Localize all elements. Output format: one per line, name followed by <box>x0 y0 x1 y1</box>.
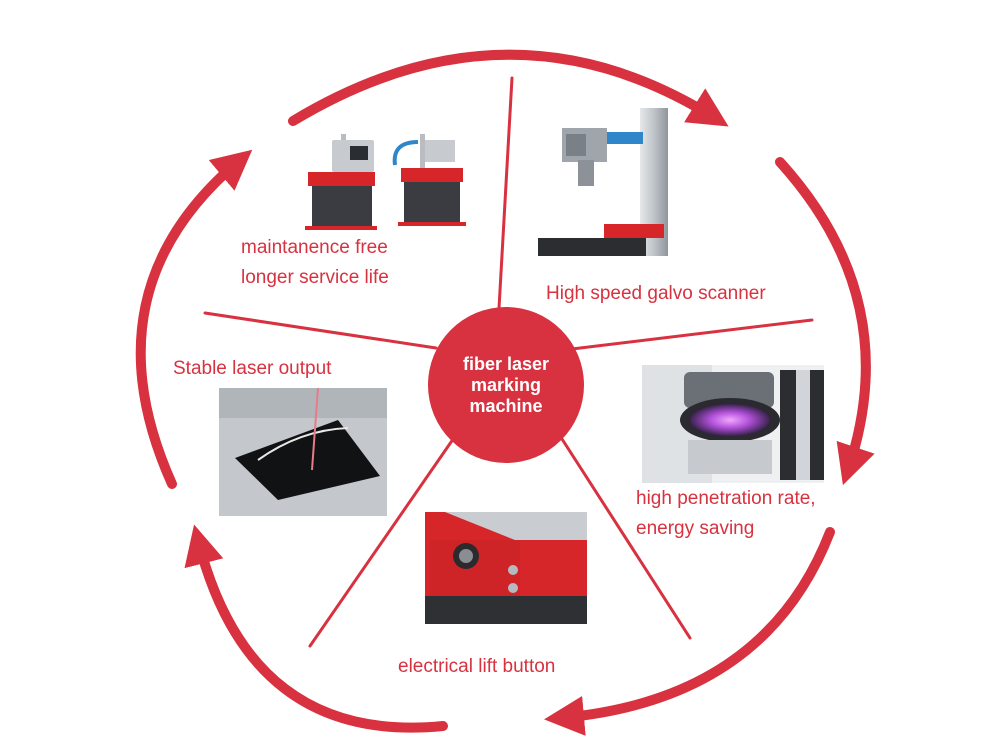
lift-button-photo <box>425 512 587 624</box>
machines-photo <box>305 134 466 230</box>
cycle-arrow-top <box>288 49 729 127</box>
label-penetration: high penetration rate, energy saving <box>636 484 816 544</box>
label-galvo-line-1: High speed galvo scanner <box>546 283 766 304</box>
label-maintenance: maintanence free longer service life <box>241 233 389 293</box>
marked-card-photo <box>219 387 387 516</box>
label-maintenance-line-1: maintanence free <box>241 237 388 258</box>
center-title: fiber laser marking machine <box>428 307 584 463</box>
label-galvo: High speed galvo scanner <box>546 279 766 309</box>
label-penetration-line-2: energy saving <box>636 518 755 539</box>
label-maintenance-line-2: longer service life <box>241 267 389 288</box>
label-stable-line-1: Stable laser output <box>173 358 332 379</box>
cycle-arrow-left <box>135 149 253 489</box>
label-penetration-line-1: high penetration rate, <box>636 488 816 509</box>
spokes <box>203 76 814 648</box>
galvo-scanner-photo <box>538 108 668 256</box>
label-lift: electrical lift button <box>398 652 555 682</box>
spoke-left <box>203 311 438 350</box>
lens-photo <box>642 365 824 483</box>
spoke-bottom-right <box>551 423 692 640</box>
cycle-arrow-right-upper <box>775 157 875 486</box>
label-lift-line-1: electrical lift button <box>398 656 556 677</box>
cycle-arrows <box>135 49 875 736</box>
label-stable: Stable laser output <box>173 354 331 384</box>
center-circle <box>428 307 584 463</box>
cycle-arrow-bottom-left <box>184 524 448 733</box>
spoke-bottom-left <box>308 430 460 648</box>
spoke-right <box>570 318 814 351</box>
center-title-text: fiber laser marking machine <box>462 353 550 416</box>
spoke-top <box>496 76 514 328</box>
cycle-arrow-right-lower <box>544 527 835 736</box>
